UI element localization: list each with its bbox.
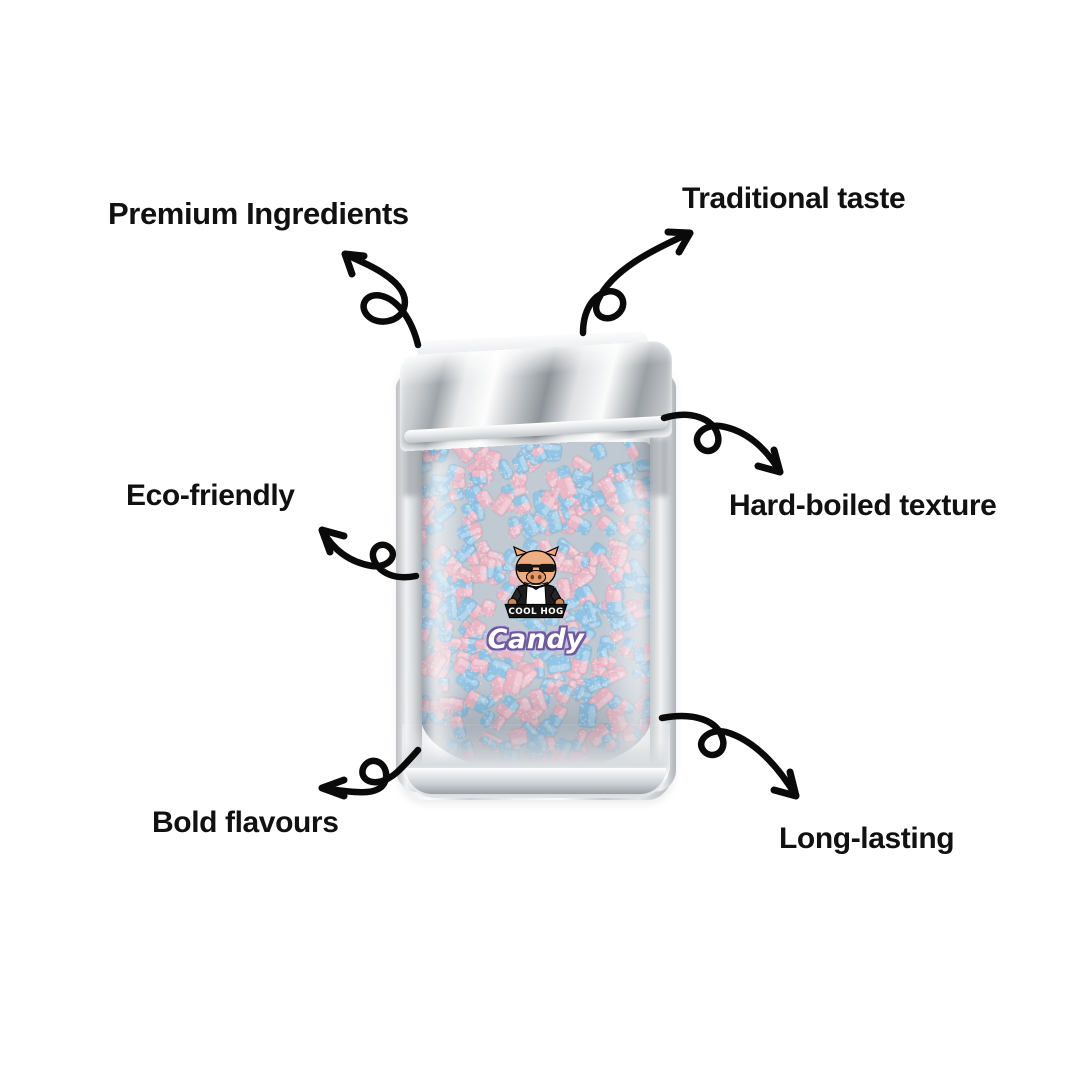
package-highlight-right [604,480,648,750]
arrow-traditional-taste [579,228,694,337]
cool-hog-mascot-icon: COOL HOG [504,545,568,619]
feature-label-long-lasting: Long-lasting [779,822,955,855]
arrow-long-lasting [658,712,800,800]
brand-product-word: Candy [487,624,585,655]
svg-text:COOL HOG: COOL HOG [508,607,563,617]
feature-label-bold-flavours: Bold flavours [152,806,339,839]
feature-label-eco-friendly: Eco-friendly [126,479,295,512]
package-zip-seal-top [400,340,672,452]
package-bottom-lip [406,768,666,794]
feature-label-hard-boiled-texture: Hard-boiled texture [729,489,997,522]
feature-label-premium-ingredients: Premium Ingredients [108,196,409,231]
brand-logo: COOL HOG Candy [476,544,596,655]
product-package-image: COOL HOG Candy [390,330,682,800]
feature-label-traditional-taste: Traditional taste [682,182,906,215]
package-highlight-left [430,456,464,756]
